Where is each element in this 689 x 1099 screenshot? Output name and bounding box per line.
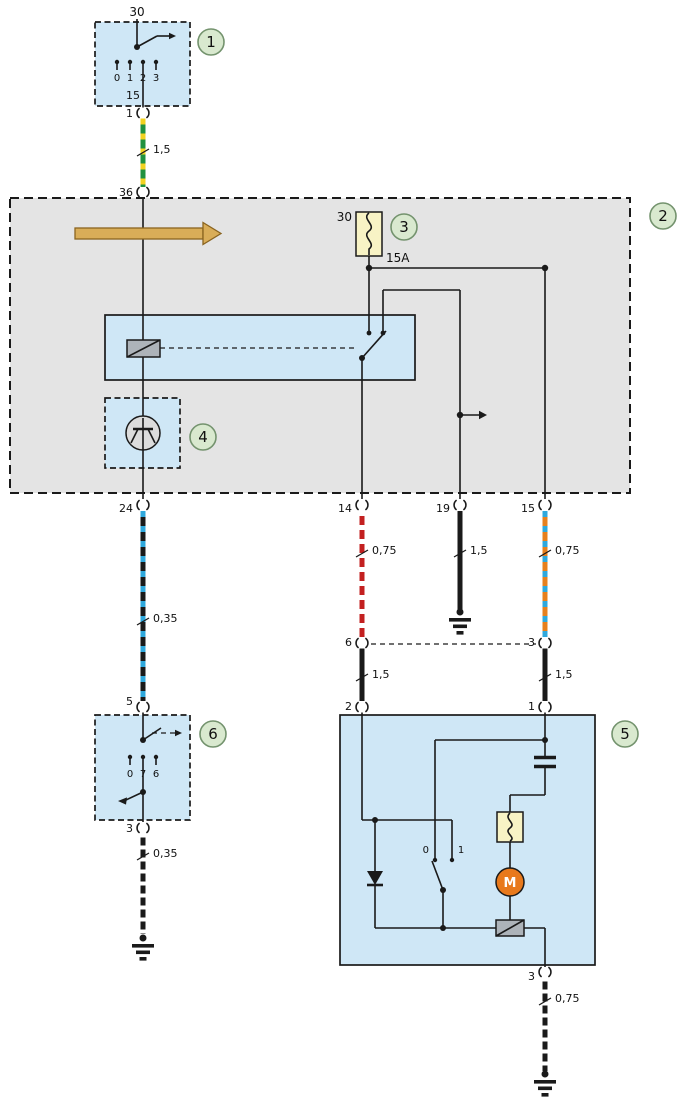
pin-6-label: 6: [345, 636, 352, 649]
current-direction-arrow: [74, 221, 223, 246]
connector-icon: [538, 499, 552, 511]
badges: 1 2 3 4 5 6: [189, 28, 677, 748]
gauge-label: 0,75: [555, 992, 580, 1005]
badge-4: 4: [189, 423, 217, 451]
terminal-30-label: 30: [129, 5, 144, 19]
thermal-fuse-symbol: [496, 811, 524, 843]
pin-3-label: 3: [528, 970, 535, 983]
junction-dot: [541, 264, 549, 272]
switch-contacts: [127, 754, 159, 765]
wiper-motor-unit: M 0 1 3: [339, 712, 596, 983]
connector-icon: [136, 499, 150, 511]
badge-4-number: 4: [198, 428, 208, 446]
gauge-label: 1,5: [372, 668, 390, 681]
switch-arm: [142, 727, 162, 741]
pin-24-label: 24: [119, 502, 133, 515]
connector-icon: [136, 107, 150, 119]
position-label: 6: [153, 769, 159, 780]
gauge-label: 1,5: [470, 544, 488, 557]
right-arrow-icon: [479, 410, 487, 420]
pin-3-label: 3: [528, 636, 535, 649]
badge-2: 2: [649, 202, 677, 230]
relay-coil: [126, 339, 161, 358]
control-unit: 30 15A 36 24 14 19 15: [9, 186, 631, 515]
motor-symbol: M: [495, 867, 525, 897]
position-label: 3: [153, 73, 159, 84]
ground-icon: [449, 608, 471, 635]
connector-icon: [355, 499, 369, 511]
inline-connectors: 6 3 2 1: [345, 636, 536, 713]
position-label: 0: [114, 73, 120, 84]
connector-icon: [136, 186, 150, 198]
badge-5-number: 5: [620, 725, 630, 743]
connector-icon: [136, 822, 150, 834]
badge-2-number: 2: [658, 207, 668, 225]
gauge-label: 0,35: [153, 847, 178, 860]
switch-contacts: [114, 59, 159, 70]
relay-switch-arm: [361, 330, 387, 359]
capacitor-symbol: [534, 740, 556, 795]
gauge-labels: 1,5 0,35 0,75 1,5 0,75 1,5 1,5 0,35 0,75: [136, 143, 580, 1006]
pin-2-label: 2: [345, 700, 352, 713]
fuse-element-icon: [365, 212, 373, 255]
ground-icon: [534, 1070, 556, 1097]
left-arrow-icon: [118, 797, 127, 805]
pin-1-label: 1: [528, 700, 535, 713]
connector-icon: [538, 966, 552, 978]
right-arrow-icon: [169, 32, 176, 40]
gauge-label: 0,75: [555, 544, 580, 557]
gauge-label: 0,75: [372, 544, 397, 557]
connector-icon: [538, 637, 552, 649]
position-label: 1: [127, 73, 133, 84]
pin-3-label: 3: [126, 822, 133, 835]
gauge-label: 1,5: [153, 143, 171, 156]
pin-36-label: 36: [119, 186, 133, 199]
pin-19-label: 19: [436, 502, 450, 515]
right-arrow-icon: [175, 729, 182, 737]
arrow-head-icon: [202, 221, 223, 246]
badge-3: 3: [390, 213, 418, 241]
terminal-15-label: 15: [126, 89, 140, 102]
badge-1: 1: [197, 28, 225, 56]
position-label: 0: [127, 769, 133, 780]
gauge-label: 1,5: [555, 668, 573, 681]
switch-arm: [125, 791, 144, 801]
motor-label: M: [504, 876, 517, 891]
badge-5: 5: [611, 720, 639, 748]
badge-6: 6: [199, 720, 227, 748]
wiper-switch: 5 0 7 6 3: [94, 695, 191, 835]
diode-symbol: [367, 820, 383, 928]
fuse-rating-label: 15A: [386, 251, 410, 265]
badge-1-number: 1: [206, 33, 216, 51]
connector-icon: [355, 637, 369, 649]
pin-1-label: 1: [126, 107, 133, 120]
connector-icon: [538, 701, 552, 713]
badge-6-number: 6: [208, 725, 218, 743]
fuse-symbol: 30 15A: [337, 210, 411, 265]
park-switch: 0 1: [423, 845, 464, 928]
position-label: 0: [423, 845, 429, 856]
connector-icon: [355, 701, 369, 713]
switch-arm: [431, 860, 444, 891]
connector-icon: [453, 499, 467, 511]
junction-dot: [365, 264, 373, 272]
ground-icon: [132, 934, 154, 961]
switch-arm: [136, 35, 158, 48]
pin-15-label: 15: [521, 502, 535, 515]
badge-3-number: 3: [399, 218, 409, 236]
position-label: 1: [458, 845, 464, 856]
gauge-label: 0,35: [153, 612, 178, 625]
connector-icon: [136, 701, 150, 713]
pin-14-label: 14: [338, 502, 352, 515]
relay-switch: [359, 330, 387, 361]
transistor-symbol: [125, 415, 161, 451]
terminal-stub-arrow: [456, 410, 487, 420]
pin-5-label: 5: [126, 695, 133, 708]
ignition-switch: 30 0 1 2 3 15 1: [94, 5, 191, 120]
park-coil-symbol: [495, 919, 525, 937]
fuse-terminal-label: 30: [337, 210, 352, 224]
